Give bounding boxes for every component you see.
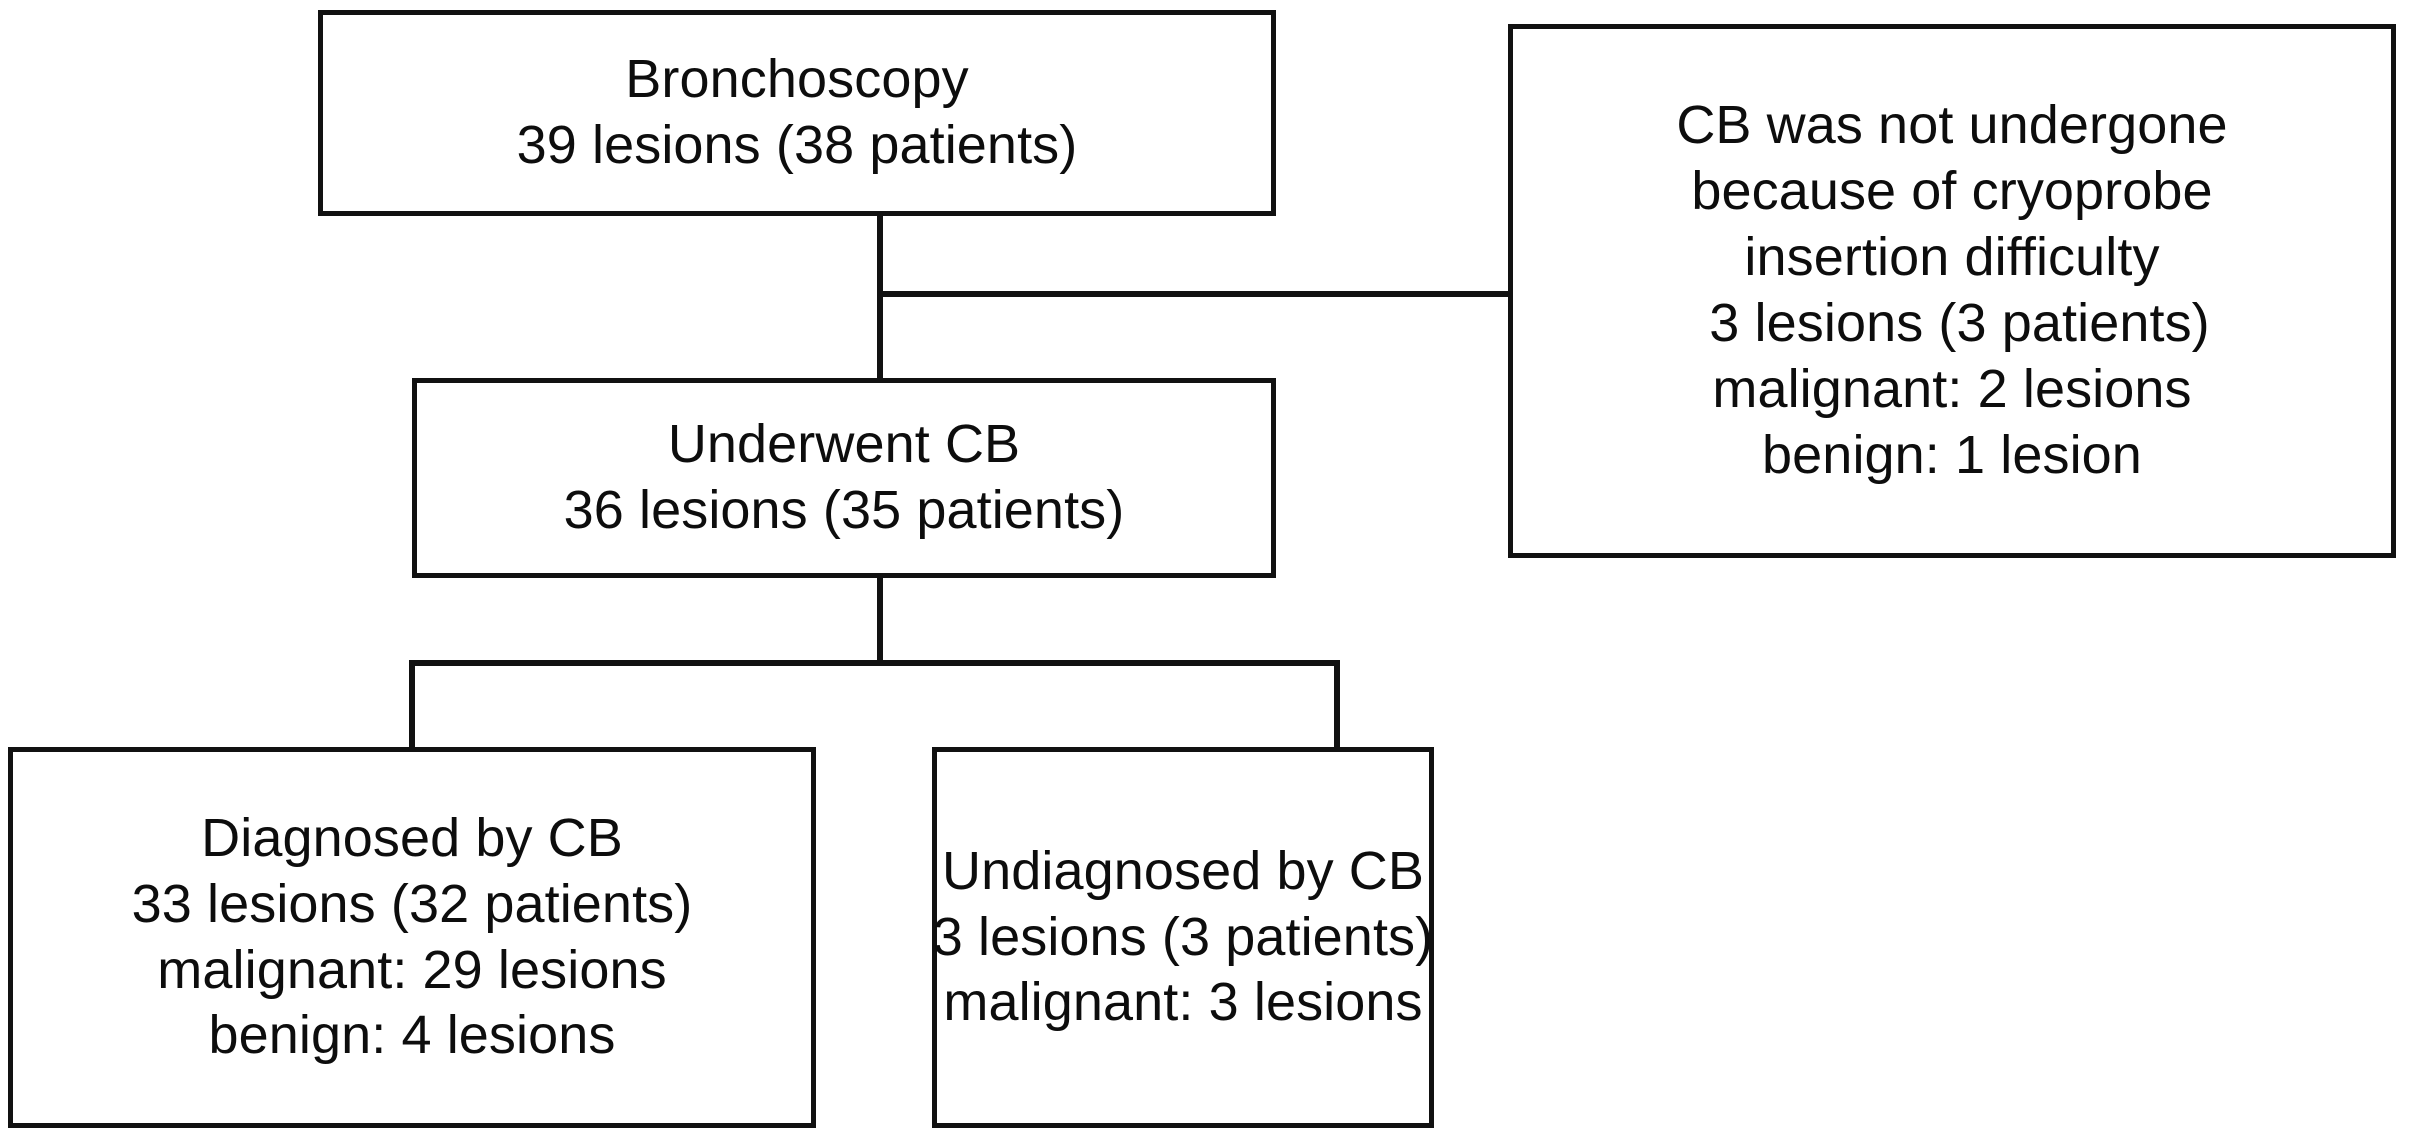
node-underwent-cb: Underwent CB 36 lesions (35 patients) — [412, 378, 1276, 578]
node-undiagnosed-by-cb-line-2: 3 lesions (3 patients) — [932, 906, 1434, 967]
node-underwent-cb-line-2: 36 lesions (35 patients) — [563, 480, 1125, 540]
connector-bronchoscopy-to-exclusion — [877, 291, 1511, 297]
node-undiagnosed-by-cb-line-1: Undiagnosed by CB — [941, 840, 1424, 901]
node-cb-not-undergone-line-1: CB was not undergone — [1676, 95, 2228, 156]
node-diagnosed-by-cb-line-3: malignant: 29 lesions — [157, 939, 667, 1000]
node-diagnosed-by-cb-line-2: 33 lesions (32 patients) — [131, 873, 693, 934]
node-undiagnosed-by-cb-line-3: malignant: 3 lesions — [943, 972, 1423, 1033]
connector-bronchoscopy-to-underwent — [877, 212, 883, 382]
node-diagnosed-by-cb-line-1: Diagnosed by CB — [201, 807, 623, 868]
node-cb-not-undergone: CB was not undergone because of cryoprob… — [1508, 24, 2396, 558]
node-bronchoscopy-line-2: 39 lesions (38 patients) — [516, 115, 1078, 175]
connector-split-bar — [409, 660, 1340, 666]
node-cb-not-undergone-line-6: benign: 1 lesion — [1762, 424, 2142, 485]
node-diagnosed-by-cb-line-4: benign: 4 lesions — [208, 1005, 616, 1066]
node-cb-not-undergone-line-5: malignant: 2 lesions — [1712, 358, 2192, 419]
node-undiagnosed-by-cb: Undiagnosed by CB 3 lesions (3 patients)… — [932, 747, 1434, 1128]
connector-underwent-trunk — [877, 574, 883, 666]
node-cb-not-undergone-line-2: because of cryoprobe — [1691, 161, 2213, 222]
connector-branch-to-diagnosed — [409, 660, 415, 751]
node-bronchoscopy-line-1: Bronchoscopy — [625, 49, 969, 110]
node-bronchoscopy: Bronchoscopy 39 lesions (38 patients) — [318, 10, 1276, 216]
node-underwent-cb-line-1: Underwent CB — [667, 414, 1021, 475]
connector-branch-to-undiagnosed — [1334, 660, 1340, 751]
node-diagnosed-by-cb: Diagnosed by CB 33 lesions (32 patients)… — [8, 747, 816, 1128]
node-cb-not-undergone-line-3: insertion difficulty — [1744, 227, 2160, 288]
node-cb-not-undergone-line-4: 3 lesions (3 patients) — [1694, 293, 2210, 353]
